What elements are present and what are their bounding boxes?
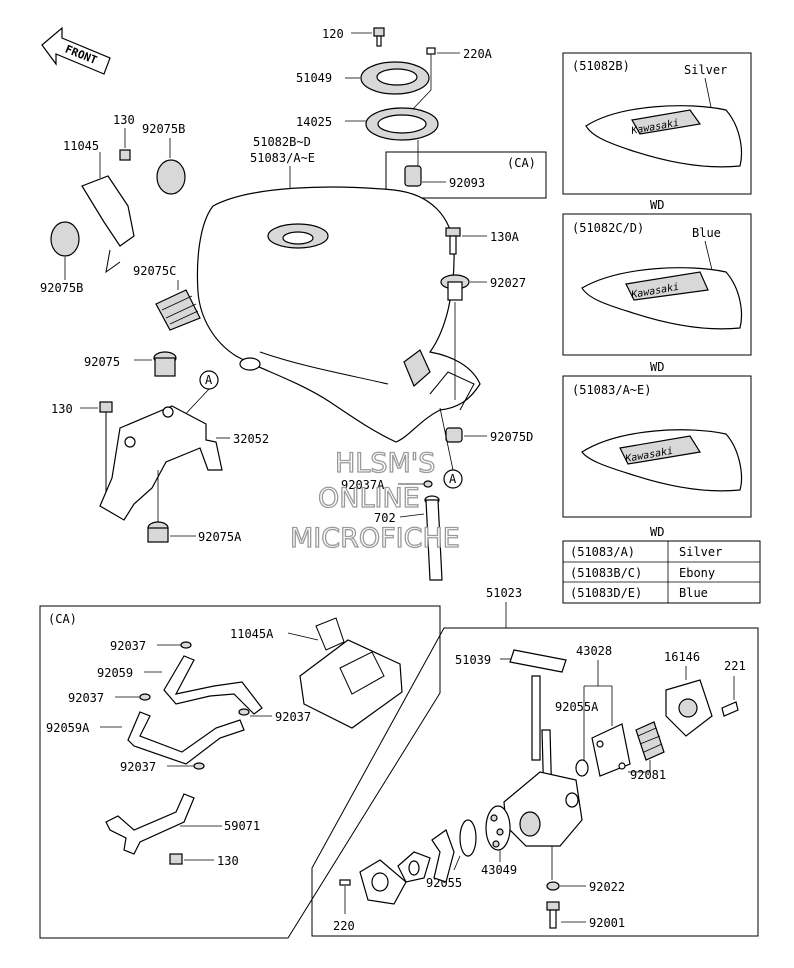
label-92055A: 92055A bbox=[555, 700, 599, 714]
front-arrow-icon: FRONT bbox=[41, 26, 111, 75]
watermark-line-3: MICROFICHE bbox=[290, 523, 460, 554]
label-51049: 51049 bbox=[296, 71, 332, 85]
color-table-color-3: Blue bbox=[679, 586, 708, 600]
label-92037A: 92037A bbox=[341, 478, 385, 492]
fuel-tank: 51082B~D 51083/A~E bbox=[196, 135, 481, 443]
variant-panel-2: (51082C/D) Blue Kawasaki WD bbox=[562, 213, 752, 374]
variant-1-code: (51082B) bbox=[572, 59, 630, 73]
variant-panel-1: (51082B) Silver Kawasaki WD bbox=[562, 52, 752, 212]
callout-A2: A bbox=[449, 472, 457, 486]
color-table-color-2: Ebony bbox=[679, 566, 715, 580]
color-table: (51083/A) Silver (51083B/C) Ebony (51083… bbox=[562, 540, 761, 604]
label-220A: 220A bbox=[463, 47, 493, 61]
color-table-color-1: Silver bbox=[679, 545, 722, 559]
label-92075D: 92075D bbox=[490, 430, 533, 444]
label-92037-1: 92037 bbox=[110, 639, 146, 653]
label-130-bot: 130 bbox=[217, 854, 239, 868]
label-16146: 16146 bbox=[664, 650, 700, 664]
label-92001: 92001 bbox=[589, 916, 625, 930]
variant-2-color: Blue bbox=[692, 226, 721, 240]
label-51082BD: 51082B~D bbox=[253, 135, 311, 149]
variant-1-color: Silver bbox=[684, 63, 727, 77]
watermark: HLSM'S ONLINE MICROFICHE bbox=[289, 447, 460, 554]
label-59071: 59071 bbox=[224, 819, 260, 833]
label-120-top: 120 bbox=[322, 27, 344, 41]
label-92075B-top: 92075B bbox=[142, 122, 185, 136]
variant-1-tag: WD bbox=[650, 198, 664, 212]
variant-3-code: (51083/A~E) bbox=[572, 383, 651, 397]
ca-top-label: (CA) bbox=[507, 156, 536, 170]
ca-box-label: (CA) bbox=[48, 612, 77, 626]
label-130-left: 130 bbox=[113, 113, 135, 127]
label-92093: 92093 bbox=[449, 176, 485, 190]
label-220-bot: 220 bbox=[333, 919, 355, 933]
label-92055: 92055 bbox=[426, 876, 462, 890]
pad-92075C: 92075C bbox=[133, 264, 201, 331]
label-51039: 51039 bbox=[455, 653, 491, 667]
label-43049: 43049 bbox=[481, 863, 517, 877]
label-32052: 32052 bbox=[233, 432, 269, 446]
label-92075C: 92075C bbox=[133, 264, 176, 278]
watermark-line-2: ONLINE bbox=[318, 483, 420, 514]
callout-A1: A bbox=[205, 373, 213, 387]
tank-mount-hardware: 130A 92027 92075D bbox=[440, 227, 533, 444]
label-43028: 43028 bbox=[576, 644, 612, 658]
label-51023: 51023 bbox=[486, 586, 522, 600]
label-11045A: 11045A bbox=[230, 627, 274, 641]
label-92037-3: 92037 bbox=[275, 710, 311, 724]
label-92027: 92027 bbox=[490, 276, 526, 290]
label-702: 702 bbox=[374, 511, 396, 525]
color-table-code-1: (51083/A) bbox=[570, 545, 635, 559]
variant-2-code: (51082C/D) bbox=[572, 221, 644, 235]
fuel-cap-assembly: 120 220A 51049 14025 (CA) 92093 bbox=[296, 27, 547, 199]
label-92022: 92022 bbox=[589, 880, 625, 894]
label-130A: 130A bbox=[490, 230, 520, 244]
label-92059: 92059 bbox=[97, 666, 133, 680]
variant-3-tag: WD bbox=[650, 525, 664, 539]
label-92075B-bot: 92075B bbox=[40, 281, 83, 295]
label-92081: 92081 bbox=[630, 768, 666, 782]
fuel-cock-assembly: 51023 51039 43028 92055A 16146 221 92081 bbox=[311, 586, 759, 937]
label-130-mid: 130 bbox=[51, 402, 73, 416]
color-table-code-3: (51083D/E) bbox=[570, 586, 642, 600]
label-92059A: 92059A bbox=[46, 721, 90, 735]
label-51083AE: 51083/A~E bbox=[250, 151, 315, 165]
support-32052: 92075 A 130 32052 92075A bbox=[51, 351, 269, 544]
tank-vent-hose: 92037A A 702 bbox=[341, 407, 463, 581]
label-11045: 11045 bbox=[63, 139, 99, 153]
label-221: 221 bbox=[724, 659, 746, 673]
ca-evap-box: (CA) 11045A 92037 92059 92037 92037 9205… bbox=[39, 605, 441, 939]
label-14025: 14025 bbox=[296, 115, 332, 129]
label-92075A: 92075A bbox=[198, 530, 242, 544]
variant-panel-3: (51083/A~E) Kawasaki WD bbox=[562, 375, 752, 539]
label-92037-2: 92037 bbox=[68, 691, 104, 705]
variant-2-tag: WD bbox=[650, 360, 664, 374]
label-92075: 92075 bbox=[84, 355, 120, 369]
bracket-11045: 130 11045 92075B 92075B bbox=[40, 113, 186, 295]
color-table-code-2: (51083B/C) bbox=[570, 566, 642, 580]
watermark-line-1: HLSM'S bbox=[335, 448, 435, 479]
label-92037-4: 92037 bbox=[120, 760, 156, 774]
